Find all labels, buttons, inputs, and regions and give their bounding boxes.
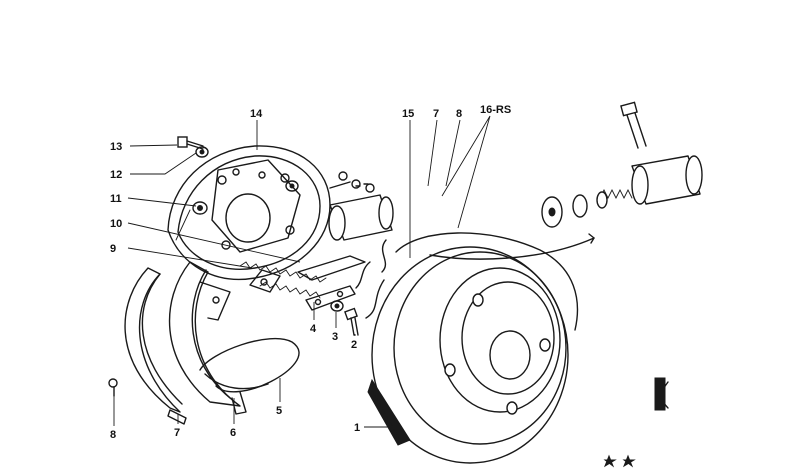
- adjuster-pin-11: [192, 180, 299, 215]
- callout-8-top: 8: [456, 108, 462, 120]
- callout-13: 13: [110, 141, 122, 153]
- callout-3: 3: [332, 331, 338, 343]
- bolt-13: [177, 136, 204, 150]
- callout-11: 11: [110, 193, 122, 205]
- callout-16-rs: 16-RS: [480, 104, 511, 116]
- wheel-cylinder-exploded: [541, 101, 703, 228]
- callout-9: 9: [110, 243, 116, 255]
- callout-8-bottom: 8: [110, 429, 116, 441]
- callout-1: 1: [354, 422, 360, 434]
- callout-4: 4: [310, 323, 317, 335]
- callout-14: 14: [250, 108, 263, 120]
- spring-clip: [199, 337, 300, 393]
- callout-10: 10: [110, 218, 122, 230]
- callout-12: 12: [110, 169, 122, 181]
- callout-7-top: 7: [433, 108, 439, 120]
- wheel-cylinder-mounted: [328, 171, 394, 241]
- callout-6: 6: [230, 427, 236, 439]
- callout-labels: 13 12 14 11 10 9 15 7 8 16-RS 4 3 2 5 6 …: [110, 104, 511, 441]
- callout-15: 15: [402, 108, 414, 120]
- callout-5: 5: [276, 405, 282, 417]
- bolt-2: [344, 307, 359, 336]
- brake-drum: [367, 232, 579, 464]
- callout-7-bottom: 7: [174, 427, 180, 439]
- brake-shoe-rear: [168, 261, 247, 415]
- partial-mark: [603, 377, 669, 468]
- backing-plate: [167, 145, 331, 280]
- part-8-screw: [108, 378, 118, 397]
- callout-2: 2: [351, 339, 357, 351]
- washer-12: [195, 146, 209, 158]
- return-springs: [239, 255, 366, 299]
- clip-spring: [355, 239, 387, 319]
- leader-lines: [113, 115, 491, 428]
- brake-line: [429, 233, 595, 260]
- bracket-4: [305, 285, 356, 311]
- brake-shoe-front: [124, 267, 187, 425]
